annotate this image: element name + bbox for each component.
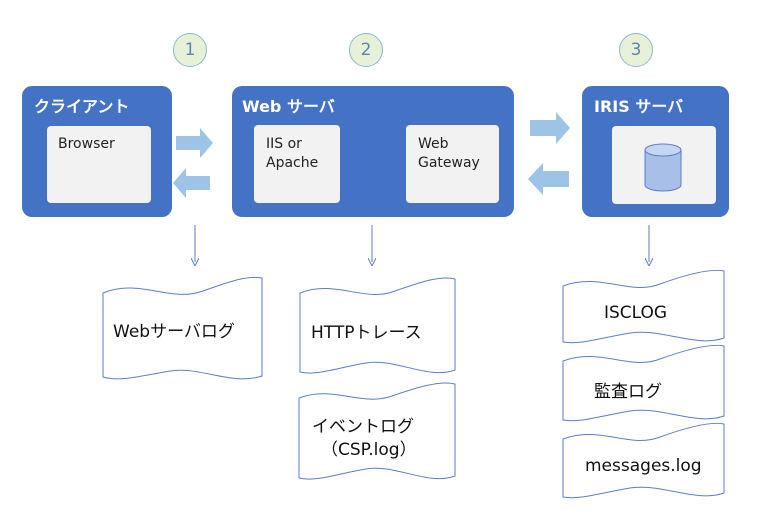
doc-shape-messages-log <box>562 422 725 499</box>
client-panel: クライアント Browser <box>22 86 172 217</box>
iis-apache-box: IIS or Apache <box>254 125 340 203</box>
browser-label: Browser <box>58 136 115 152</box>
step-1-badge: 1 <box>173 33 207 67</box>
web-server-title: Web サーバ <box>242 97 335 116</box>
isclog-label: ISCLOG <box>604 303 668 323</box>
web-server-panel: Web サーバ IIS or Apache Web Gateway <box>232 86 514 217</box>
event-log-label-line1: イベントログ <box>312 417 414 437</box>
doc-shape-event-log <box>298 382 456 480</box>
iis-line1: IIS or <box>266 136 302 152</box>
arrow-left-iris-to-web <box>528 163 569 195</box>
step-3-badge: 3 <box>619 33 653 67</box>
arrow-right-web-to-iris <box>530 112 570 144</box>
step-2-badge: 2 <box>349 33 383 67</box>
arrow-right-client-to-web <box>176 128 213 158</box>
doc-shape-isclog <box>562 269 725 344</box>
gateway-line1: Web <box>418 136 449 152</box>
web-gateway-box: Web Gateway <box>406 125 499 203</box>
http-trace-label: HTTPトレース <box>311 323 422 343</box>
iris-server-title: IRIS サーバ <box>594 97 684 116</box>
database-box <box>612 126 716 204</box>
gateway-line2: Gateway <box>418 155 480 171</box>
web-server-log-label: Webサーバログ <box>113 322 235 342</box>
client-title: クライアント <box>34 97 130 116</box>
doc-shape-http-trace <box>299 277 456 374</box>
doc-shape-audit-log <box>562 344 725 422</box>
browser-box: Browser <box>47 126 151 203</box>
event-log-label-line2: （CSP.log） <box>321 440 417 460</box>
messages-log-label: messages.log <box>585 456 702 476</box>
arrow-left-web-to-client <box>173 168 210 198</box>
doc-shape-web-server-log <box>102 276 263 380</box>
iis-line2: Apache <box>266 155 319 171</box>
iris-server-panel: IRIS サーバ <box>582 86 729 217</box>
audit-log-label: 監査ログ <box>594 382 662 402</box>
